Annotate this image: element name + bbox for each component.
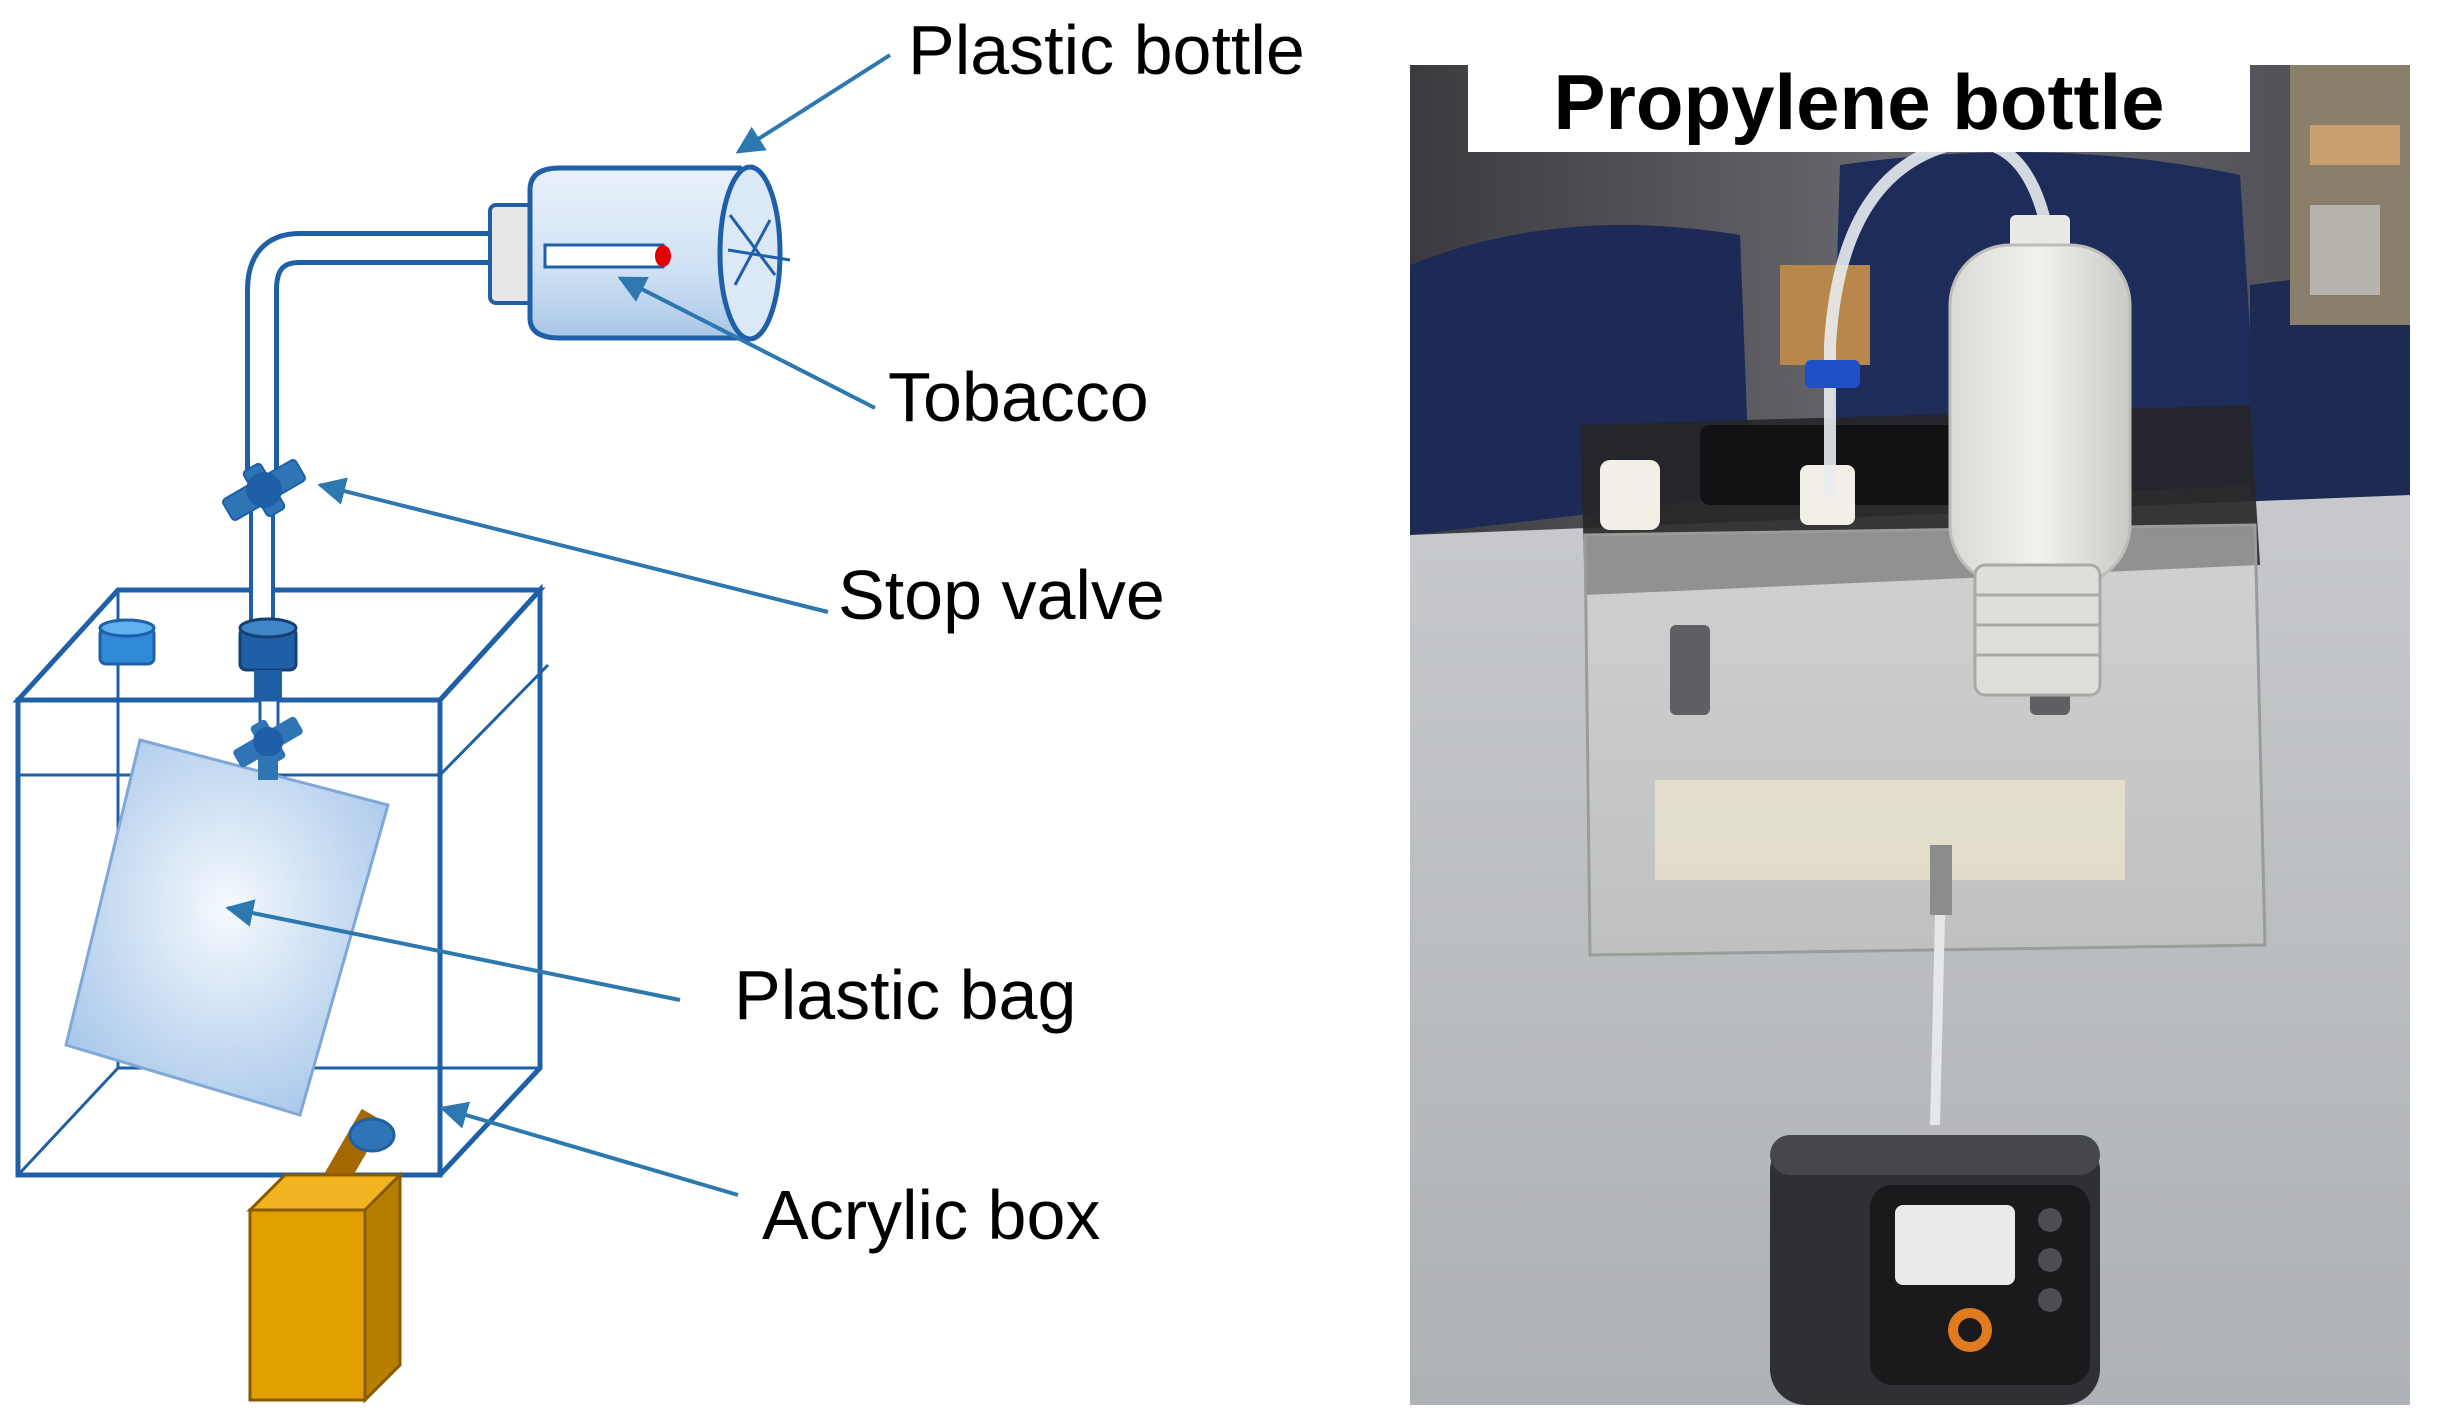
photo-propylene-bottle: [1948, 215, 2132, 697]
pump-box: [246, 1108, 404, 1404]
tobacco-stick: [543, 243, 665, 269]
stop-valve-icon: [222, 459, 306, 521]
arrow-plastic-bottle: [735, 53, 892, 154]
label-tobacco: Tobacco: [888, 358, 1149, 436]
photo-valve: [1805, 360, 1860, 388]
inner-valve-icon: [233, 698, 303, 780]
photo-acrylic-box: [1580, 405, 2267, 957]
connecting-tube: [245, 231, 495, 632]
arrow-acrylic-box: [439, 1101, 739, 1197]
apparatus-diagram: [12, 53, 892, 1404]
arrow-stop-valve: [317, 477, 829, 614]
box-port-cap: [98, 618, 156, 666]
arrow-plastic-bag: [225, 899, 681, 1002]
label-plastic-bag: Plastic bag: [734, 956, 1077, 1034]
photo-title: Propylene bottle: [1468, 52, 2250, 152]
label-stop-valve: Stop valve: [838, 556, 1165, 634]
label-plastic-bottle: Plastic bottle: [908, 11, 1305, 89]
arrow-tobacco: [617, 276, 876, 410]
label-acrylic-box: Acrylic box: [762, 1176, 1101, 1254]
plastic-bottle: [488, 164, 791, 342]
callout-arrows: [225, 53, 892, 1197]
box-inlet-connector: [238, 617, 298, 700]
photo-pump-device: [1770, 1135, 2100, 1405]
tobacco-tip: [655, 245, 671, 267]
plastic-bag: [64, 738, 390, 1117]
apparatus-photo: [1410, 65, 2410, 1405]
